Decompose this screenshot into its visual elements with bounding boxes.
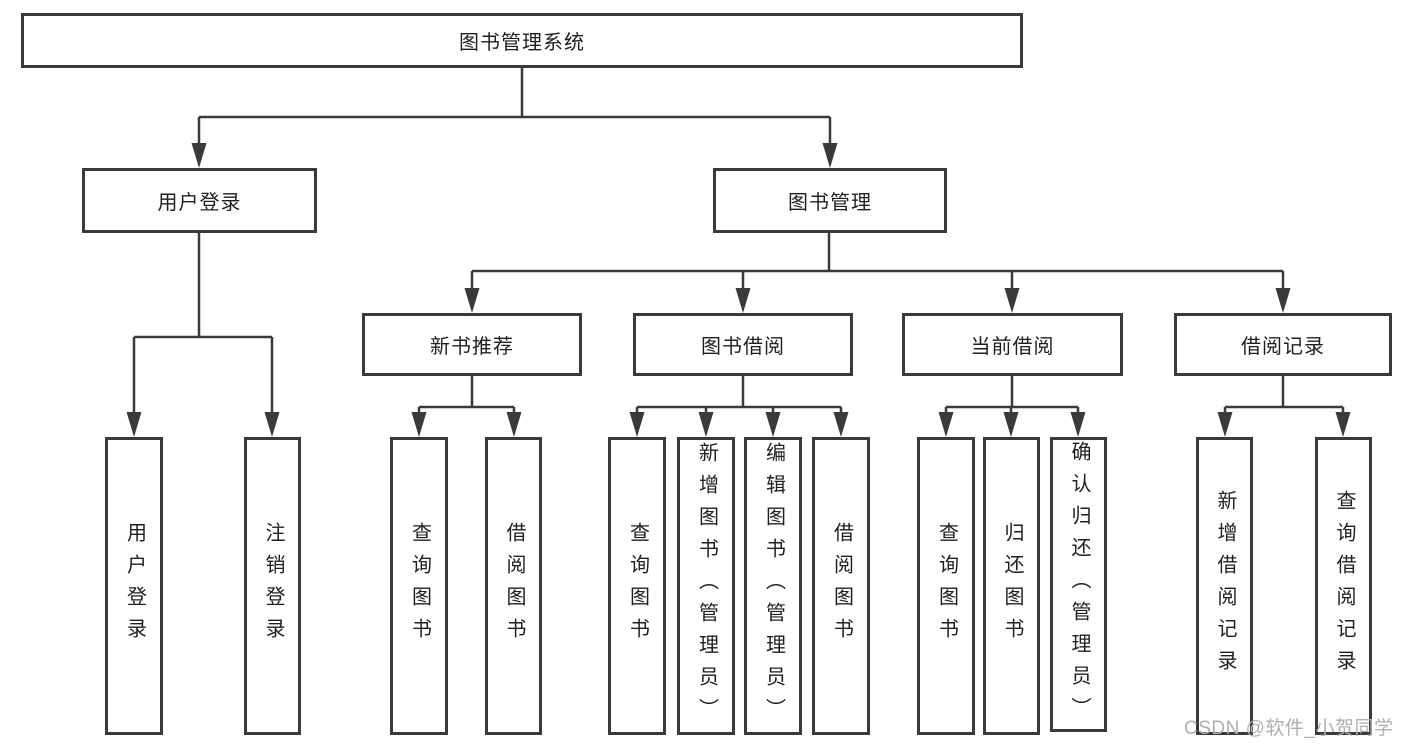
arrowhead [833, 412, 849, 437]
leaf-query-books-recommend-label: 查询图书 [408, 522, 431, 650]
connector-borrow-records-to-leaves [1223, 376, 1345, 414]
arrowhead [765, 412, 781, 437]
arrowhead [938, 412, 954, 437]
leaf-borrow-books-recommend-label: 借阅图书 [503, 522, 525, 650]
leaf-return-book-label: 归还图书 [1001, 522, 1023, 650]
node-book-management-label: 图书管理 [788, 192, 872, 214]
watermark-text: CSDN @软件_小贺同学 [1184, 718, 1394, 739]
node-current-borrow: 当前借阅 [902, 313, 1123, 376]
connector-book-mgmt-to-level3 [470, 233, 1285, 290]
leaf-edit-book-admin: 编辑图书（管理员） [744, 437, 802, 735]
node-new-book-recommend: 新书推荐 [362, 313, 582, 376]
node-borrow-records: 借阅记录 [1174, 313, 1392, 376]
leaf-user-login-label: 用户登录 [123, 522, 146, 650]
node-book-borrow: 图书借阅 [633, 313, 853, 376]
arrowheads [126, 143, 1351, 437]
leaf-query-books-current: 查询图书 [917, 437, 975, 735]
arrowhead [264, 412, 280, 437]
leaf-confirm-return-admin: 确认归还（管理员） [1050, 437, 1107, 732]
arrowhead [698, 412, 714, 437]
arrowhead [1003, 412, 1019, 437]
leaf-query-books-borrow-label: 查询图书 [626, 522, 649, 650]
leaf-logout: 注销登录 [244, 437, 301, 735]
node-root: 图书管理系统 [21, 13, 1023, 68]
node-current-borrow-label: 当前借阅 [970, 336, 1055, 358]
leaf-return-book: 归还图书 [983, 437, 1040, 735]
connector-new-book-to-leaves [417, 376, 516, 414]
arrowhead [735, 288, 751, 313]
arrowhead [1217, 412, 1233, 437]
leaf-add-borrow-record: 新增借阅记录 [1196, 437, 1253, 735]
arrowhead [1004, 288, 1020, 313]
leaf-borrow-books-recommend: 借阅图书 [485, 437, 542, 735]
arrowhead [126, 412, 142, 437]
arrowhead [629, 412, 645, 437]
node-book-management: 图书管理 [713, 168, 947, 233]
node-user-login: 用户登录 [82, 168, 317, 233]
arrowhead [822, 143, 838, 168]
leaf-add-book-admin-label: 新增图书（管理员） [695, 442, 718, 730]
arrowhead [1070, 412, 1086, 437]
arrowhead [1335, 412, 1351, 437]
arrowhead [464, 288, 480, 313]
leaf-query-borrow-record: 查询借阅记录 [1315, 437, 1372, 735]
leaf-add-book-admin: 新增图书（管理员） [677, 437, 735, 735]
node-borrow-records-label: 借阅记录 [1241, 336, 1325, 358]
connector-current-borrow-to-leaves [944, 376, 1080, 414]
node-new-book-recommend-label: 新书推荐 [430, 336, 514, 358]
leaf-confirm-return-admin-label: 确认归还（管理员） [1068, 440, 1090, 729]
node-root-label: 图书管理系统 [459, 32, 585, 54]
node-user-login-label: 用户登录 [157, 192, 242, 214]
leaf-query-books-recommend: 查询图书 [390, 437, 448, 735]
leaf-borrow-books-label: 借阅图书 [830, 522, 853, 650]
leaf-user-login: 用户登录 [105, 437, 163, 735]
leaf-query-books-borrow: 查询图书 [608, 437, 666, 735]
connector-root-to-level2 [197, 68, 832, 146]
arrowhead [411, 412, 427, 437]
arrowhead [1275, 288, 1291, 313]
leaf-query-books-current-label: 查询图书 [935, 522, 958, 650]
arrowhead [191, 143, 207, 168]
leaf-add-borrow-record-label: 新增借阅记录 [1214, 490, 1236, 682]
leaf-borrow-books: 借阅图书 [812, 437, 870, 735]
arrowhead [506, 412, 522, 437]
leaf-logout-label: 注销登录 [262, 522, 284, 650]
node-book-borrow-label: 图书借阅 [701, 336, 785, 358]
leaf-query-borrow-record-label: 查询借阅记录 [1333, 490, 1355, 682]
connector-book-borrow-to-leaves [635, 376, 843, 414]
connector-user-login-to-leaves [132, 233, 274, 414]
leaf-edit-book-admin-label: 编辑图书（管理员） [762, 442, 785, 730]
